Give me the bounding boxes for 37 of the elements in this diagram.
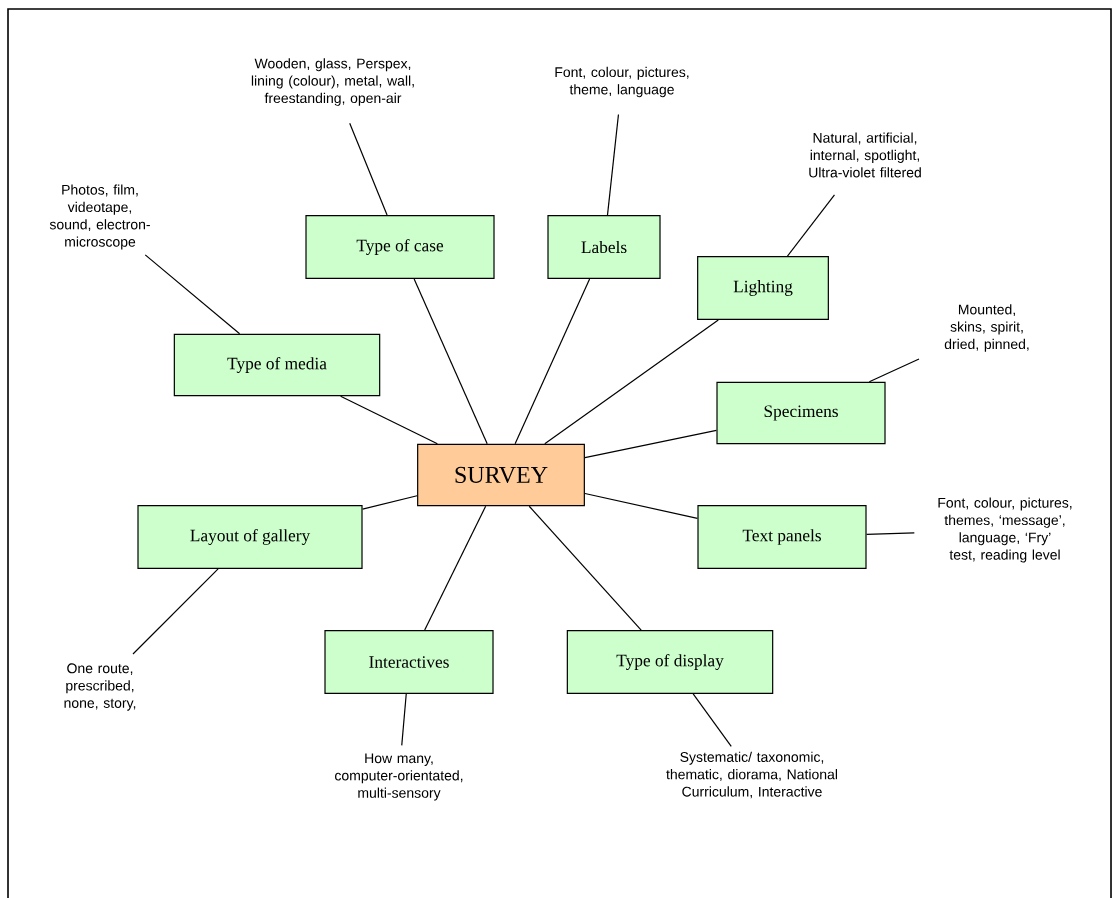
note-text: Systematic/ taxonomic, thematic, diorama, National Curriculum, Interactive [666, 751, 837, 799]
connector-line [584, 429, 717, 459]
connector-line [544, 319, 719, 445]
connector-line [514, 278, 591, 445]
note-text: Mounted, skins, spirit, dried, pinned, [944, 304, 1029, 352]
connector-line [362, 495, 418, 510]
leader-line [144, 254, 241, 335]
note-text: Photos, film, videotape, sound, electron-microscope [49, 184, 150, 250]
connector-line [528, 505, 642, 631]
leader-line [868, 358, 920, 383]
category-box: Layout of gallery [137, 505, 363, 569]
category-box: Interactives [324, 630, 494, 694]
category-box: Type of media [173, 333, 381, 397]
leader-line [606, 113, 620, 216]
category-box: Type of case [305, 215, 495, 279]
topic-box: SURVEY [417, 443, 585, 507]
category-box: Lighting [697, 256, 829, 320]
leader-line [692, 693, 732, 747]
category-box: Labels [547, 215, 661, 279]
note-text: How many, computer-orientated, multi-sensory [335, 753, 463, 801]
leader-line [132, 568, 219, 655]
category-box: Type of display [566, 630, 774, 694]
leader-line [786, 194, 836, 257]
note-text: Wooden, glass, Perspex, lining (colour), metal, wall, freestanding, open-air [251, 58, 414, 106]
connector-line [584, 492, 698, 519]
note-text: Font, colour, pictures, themes, ‘message’, language, ‘Fry’ test, reading level [938, 497, 1072, 563]
connector-line [424, 505, 487, 631]
leader-line [866, 532, 915, 535]
connector-line [340, 395, 438, 445]
leader-line [401, 693, 407, 746]
category-box: Text panels [697, 505, 867, 569]
note-text: Font, colour, pictures, theme, language [555, 66, 689, 98]
connector-line [413, 278, 488, 445]
category-box: Specimens [716, 381, 886, 445]
leader-line [349, 122, 388, 216]
note-text: Natural, artificial, internal, spotlight, Ultra-violet filtered [809, 132, 921, 178]
note-text: One route, prescribed, none, story, [64, 663, 136, 711]
